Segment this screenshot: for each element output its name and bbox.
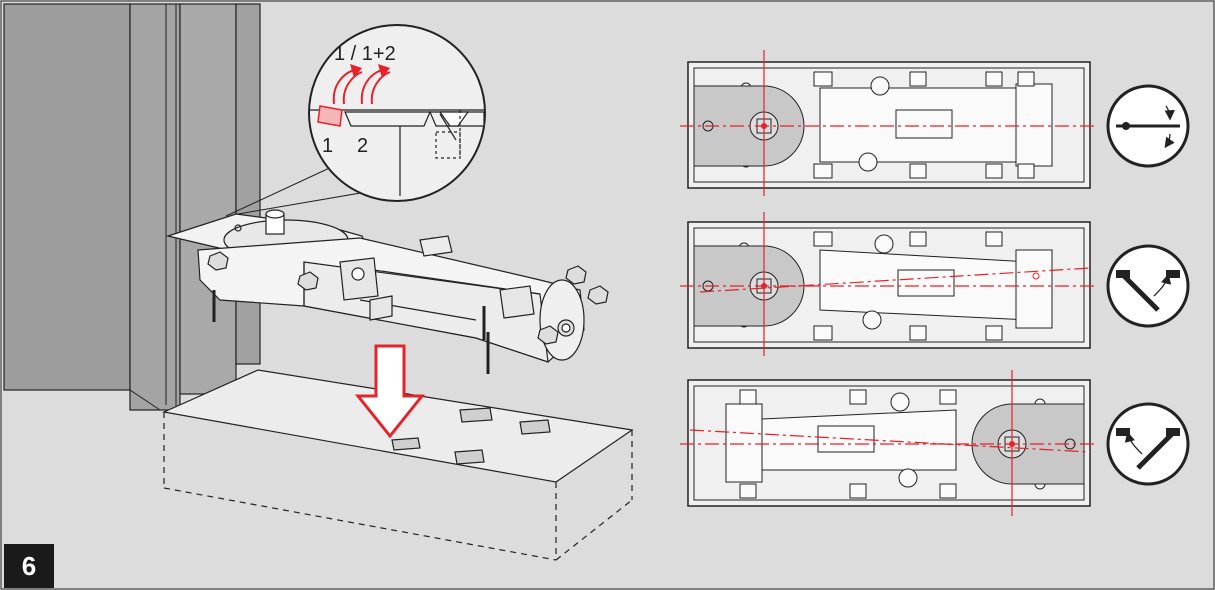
- shim-piece-1: [317, 105, 343, 127]
- insert-arrow-icon: [354, 344, 426, 439]
- door-open-right-icon: [1106, 402, 1190, 486]
- order-label: 1 / 1+2: [334, 43, 396, 65]
- step-number-badge: 6: [4, 544, 54, 588]
- door-closed-icon: [1106, 84, 1190, 168]
- label-1: 1: [322, 135, 333, 157]
- door-closer-body: [165, 209, 609, 374]
- label-2: 2: [357, 135, 368, 157]
- door-open-left-icon: [1106, 244, 1190, 328]
- top-view-closed: [680, 50, 1096, 196]
- door-frame: [3, 3, 261, 411]
- top-view-opening-right: [680, 370, 1096, 516]
- detail-callout: 1 / 1+2 1 2: [308, 24, 486, 202]
- top-view-opening-left: [680, 212, 1096, 356]
